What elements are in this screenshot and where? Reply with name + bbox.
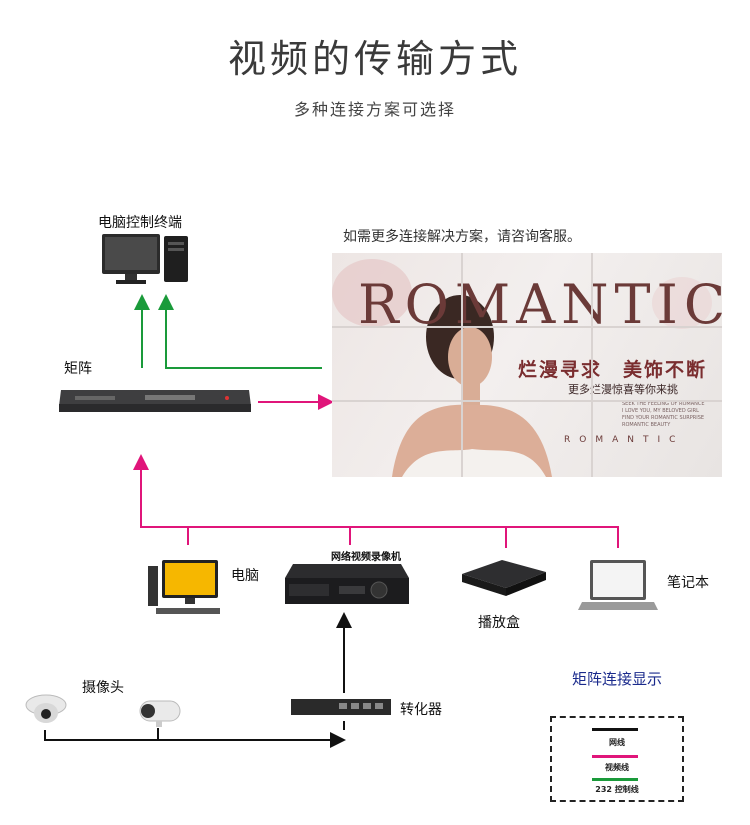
converter-device-icon (291, 699, 391, 715)
laptop-icon (578, 560, 658, 610)
computer-terminal-label: 电脑控制终端 (98, 215, 182, 231)
control-line-2 (158, 294, 322, 369)
legend-swatch-control (592, 778, 638, 781)
matrix-label: 矩阵 (64, 361, 92, 377)
wall-tiny-line: FIND YOUR ROMANTIC SURPRISE (622, 415, 705, 421)
video-line-bus (133, 454, 619, 548)
pc-label: 电脑 (231, 568, 259, 584)
legend-swatch-network (592, 728, 638, 731)
converter-label: 转化器 (400, 702, 442, 718)
nvr-label: 网络视频录像机 (331, 552, 401, 563)
wall-seam (332, 400, 722, 402)
page-subtitle: 多种连接方案可选择 (293, 100, 456, 119)
pc-monitor-icon (148, 560, 220, 614)
wall-cn-headline: 烂漫寻求 美饰不断 (518, 359, 708, 381)
nvr-device-icon (285, 564, 409, 604)
woman-portrait-image (332, 259, 712, 477)
player-box-label: 播放盒 (478, 615, 520, 631)
video-wall: ROMANTIC 烂漫寻求 美饰不断 更多烂漫惊喜等你来挑 SEEK THE F… (332, 253, 722, 477)
matrix-device-icon (59, 390, 251, 412)
desktop-computer-icon (102, 234, 188, 284)
legend-swatch-video (592, 755, 638, 758)
legend-label-control: 232 控制线 (595, 785, 639, 794)
bullet-camera-icon (139, 700, 181, 727)
wall-tiny-line: SEEK THE FEELING OF ROMANCE (622, 401, 705, 407)
legend-label-video: 视频线 (605, 763, 629, 772)
wall-tiny-line: ROMANTIC BEAUTY (622, 422, 671, 428)
legend-label-network: 网线 (609, 738, 625, 747)
page-title: 视频的传输方式 (227, 37, 522, 81)
wall-cn-sub: 更多烂漫惊喜等你来挑 (568, 383, 678, 396)
camera-label: 摄像头 (82, 680, 124, 696)
wall-seam (332, 326, 722, 328)
player-box-icon (462, 560, 546, 596)
wall-headline: ROMANTIC (358, 273, 722, 336)
consult-note: 如需更多连接解决方案，请咨询客服。 (343, 229, 581, 245)
legend-title: 矩阵连接显示 (572, 670, 663, 688)
wall-tiny-line: I LOVE YOU, MY BELOVED GIRL (622, 408, 699, 414)
legend-box: 网线 视频线 232 控制线 (550, 716, 684, 802)
wall-seam (591, 253, 593, 477)
laptop-label: 笔记本 (667, 575, 709, 591)
network-line-cameras (44, 730, 346, 748)
wall-footer: ROMANTIC (564, 435, 685, 445)
wall-seam (461, 253, 463, 477)
dome-camera-icon (25, 694, 67, 723)
